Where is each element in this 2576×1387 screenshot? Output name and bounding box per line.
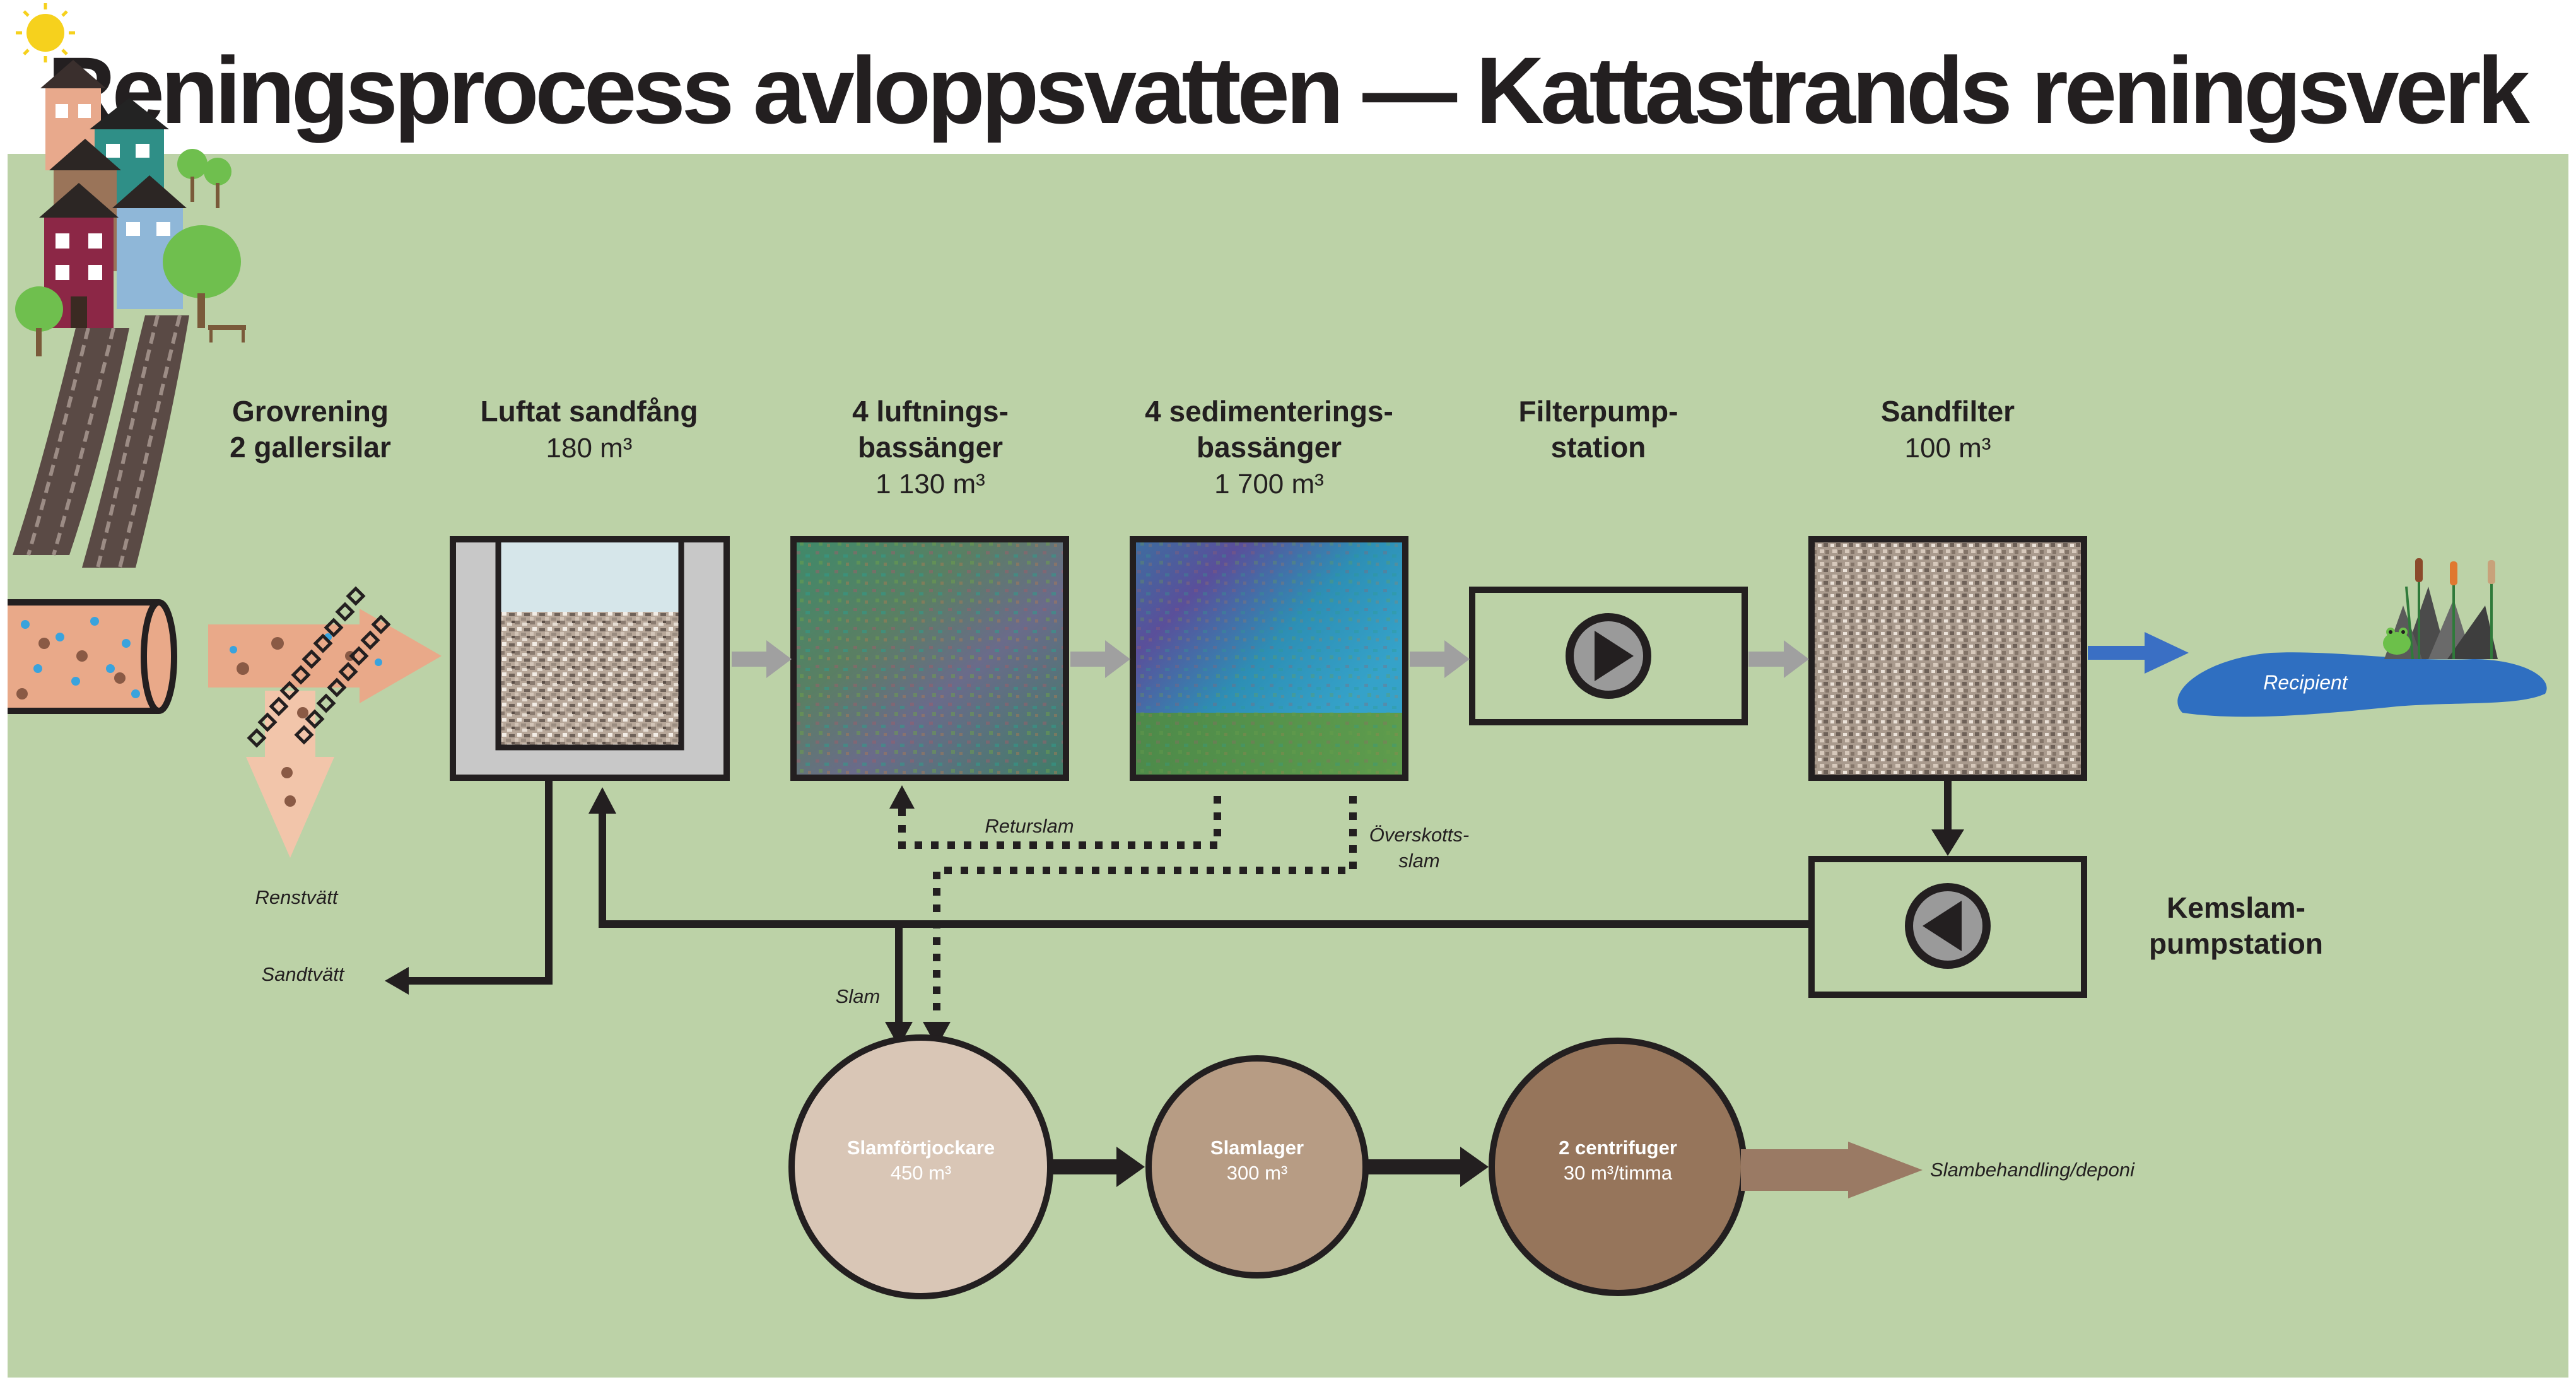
sludge-thickener: Slamförtjockare 450 m³ xyxy=(788,1034,1053,1299)
stage-sedimentering-label: 4 sedimenterings- xyxy=(1145,395,1393,428)
bench-icon xyxy=(208,325,246,342)
sewer-pipe-icon xyxy=(8,599,177,714)
filterpump-station xyxy=(1469,587,1748,725)
overskottsslam-label-2: slam xyxy=(1398,850,1439,872)
stage-filterpump-label: Filterpump- xyxy=(1519,395,1678,428)
deponi-arrow xyxy=(1741,1142,1923,1198)
sludge-centrifuge: 2 centrifuger 30 m³/timma xyxy=(1489,1038,1747,1296)
kemslam-pumpstation xyxy=(1808,856,2087,998)
sludge-store-name: Slamlager xyxy=(1210,1137,1304,1159)
returslam-label: Returslam xyxy=(985,815,1074,837)
stage-kemslam-label: Kemslam- xyxy=(2167,891,2305,924)
page-title: Reningsprocess avloppsvatten — Kattastra… xyxy=(47,37,2530,143)
sedimentering-basin xyxy=(1130,536,1408,781)
stage-grovrening-label: Grovrening xyxy=(232,395,389,428)
stage-luftning-sub: bassänger xyxy=(858,431,1003,464)
screen-grate-icon xyxy=(208,586,442,858)
stage-luftning-volume: 1 130 m³ xyxy=(875,469,985,500)
black-arrowheads xyxy=(385,787,1964,1047)
recipient-lake: Recipient xyxy=(2177,558,2547,717)
pump-play-icon xyxy=(1566,613,1651,699)
sludge-thickener-value: 450 m³ xyxy=(891,1162,951,1184)
sludge-centrifuge-name: 2 centrifuger xyxy=(1559,1137,1677,1159)
slam-label: Slam xyxy=(836,985,881,1007)
tree-icon xyxy=(15,286,63,356)
stage-kemslam-sub: pumpstation xyxy=(2149,927,2323,960)
stage-sandfang-label: Luftat sandfång xyxy=(481,395,698,428)
sludge-store: Slamlager 300 m³ xyxy=(1145,1055,1369,1279)
house-icon xyxy=(112,175,187,309)
sludge-centrifuge-value: 30 m³/timma xyxy=(1564,1162,1673,1184)
sandfilter-box xyxy=(1808,536,2087,781)
renstvatt-label: Renstvätt xyxy=(255,886,339,908)
recipient-label: Recipient xyxy=(2263,671,2348,694)
tree-icon xyxy=(177,149,231,208)
stage-grovrening-sub: 2 gallersilar xyxy=(230,431,391,464)
luftning-basin xyxy=(790,536,1069,781)
sun-icon xyxy=(16,3,75,62)
frog-icon xyxy=(2383,628,2411,655)
pump-reverse-icon xyxy=(1905,883,1991,969)
black-flow-lines xyxy=(404,778,1952,1025)
tree-icon xyxy=(163,225,241,328)
house-icon xyxy=(39,183,119,328)
flow-arrows xyxy=(732,640,1809,678)
sandfang-tank xyxy=(450,536,730,781)
overskottsslam-label-1: Överskotts- xyxy=(1369,824,1469,846)
stage-sandfilter-volume: 100 m³ xyxy=(1905,433,1991,464)
slambehandling-label: Slambehandling/deponi xyxy=(1930,1159,2135,1181)
dotted-arrowheads xyxy=(889,785,951,1047)
sandtvatt-label: Sandtvätt xyxy=(262,963,345,985)
stage-filterpump-sub: station xyxy=(1551,431,1646,464)
outflow-arrow xyxy=(2088,632,2189,674)
reed-icon xyxy=(2384,558,2498,660)
stage-sandfilter-label: Sandfilter xyxy=(1881,395,2015,428)
dotted-sludge-lines xyxy=(898,796,1357,1019)
town-illustration xyxy=(13,3,246,568)
stage-sandfang-volume: 180 m³ xyxy=(546,433,633,464)
sludge-store-value: 300 m³ xyxy=(1227,1162,1287,1184)
sludge-arrows xyxy=(1052,1147,1489,1187)
stage-sedimentering-volume: 1 700 m³ xyxy=(1214,469,1324,500)
stage-luftning-label: 4 luftnings- xyxy=(852,395,1009,428)
sludge-thickener-name: Slamförtjockare xyxy=(847,1137,995,1159)
stage-sedimentering-sub: bassänger xyxy=(1197,431,1342,464)
